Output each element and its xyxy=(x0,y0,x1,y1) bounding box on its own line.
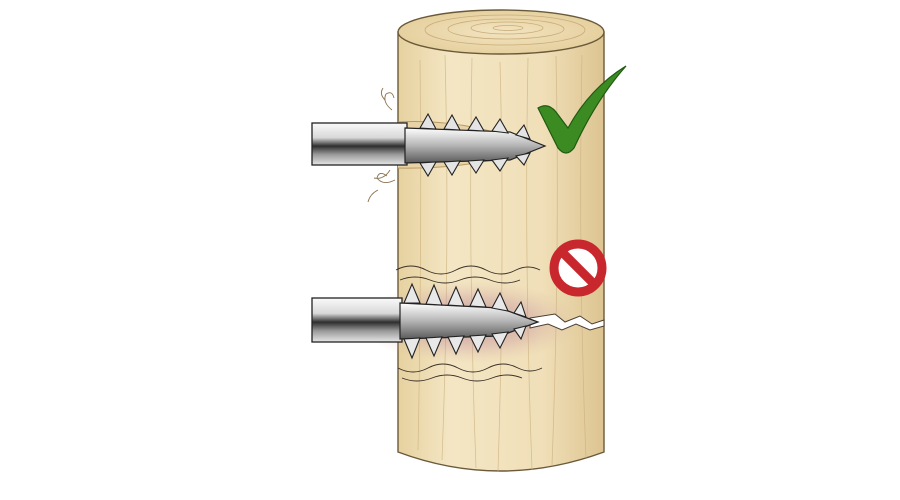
log-rings xyxy=(424,14,586,46)
screw-incorrect xyxy=(311,265,605,382)
screw-correct xyxy=(311,87,547,203)
log-top xyxy=(397,9,605,55)
screw-correct-threads xyxy=(419,112,532,178)
check-mark-icon xyxy=(537,65,627,154)
wood-split-crack xyxy=(529,313,605,331)
screw-incorrect-threads xyxy=(403,282,527,360)
stress-lines xyxy=(395,265,543,382)
screw-incorrect-shank xyxy=(311,297,403,343)
prohibition-icon xyxy=(549,239,607,297)
screw-correct-shank xyxy=(311,122,408,166)
wood-shavings xyxy=(367,87,396,203)
